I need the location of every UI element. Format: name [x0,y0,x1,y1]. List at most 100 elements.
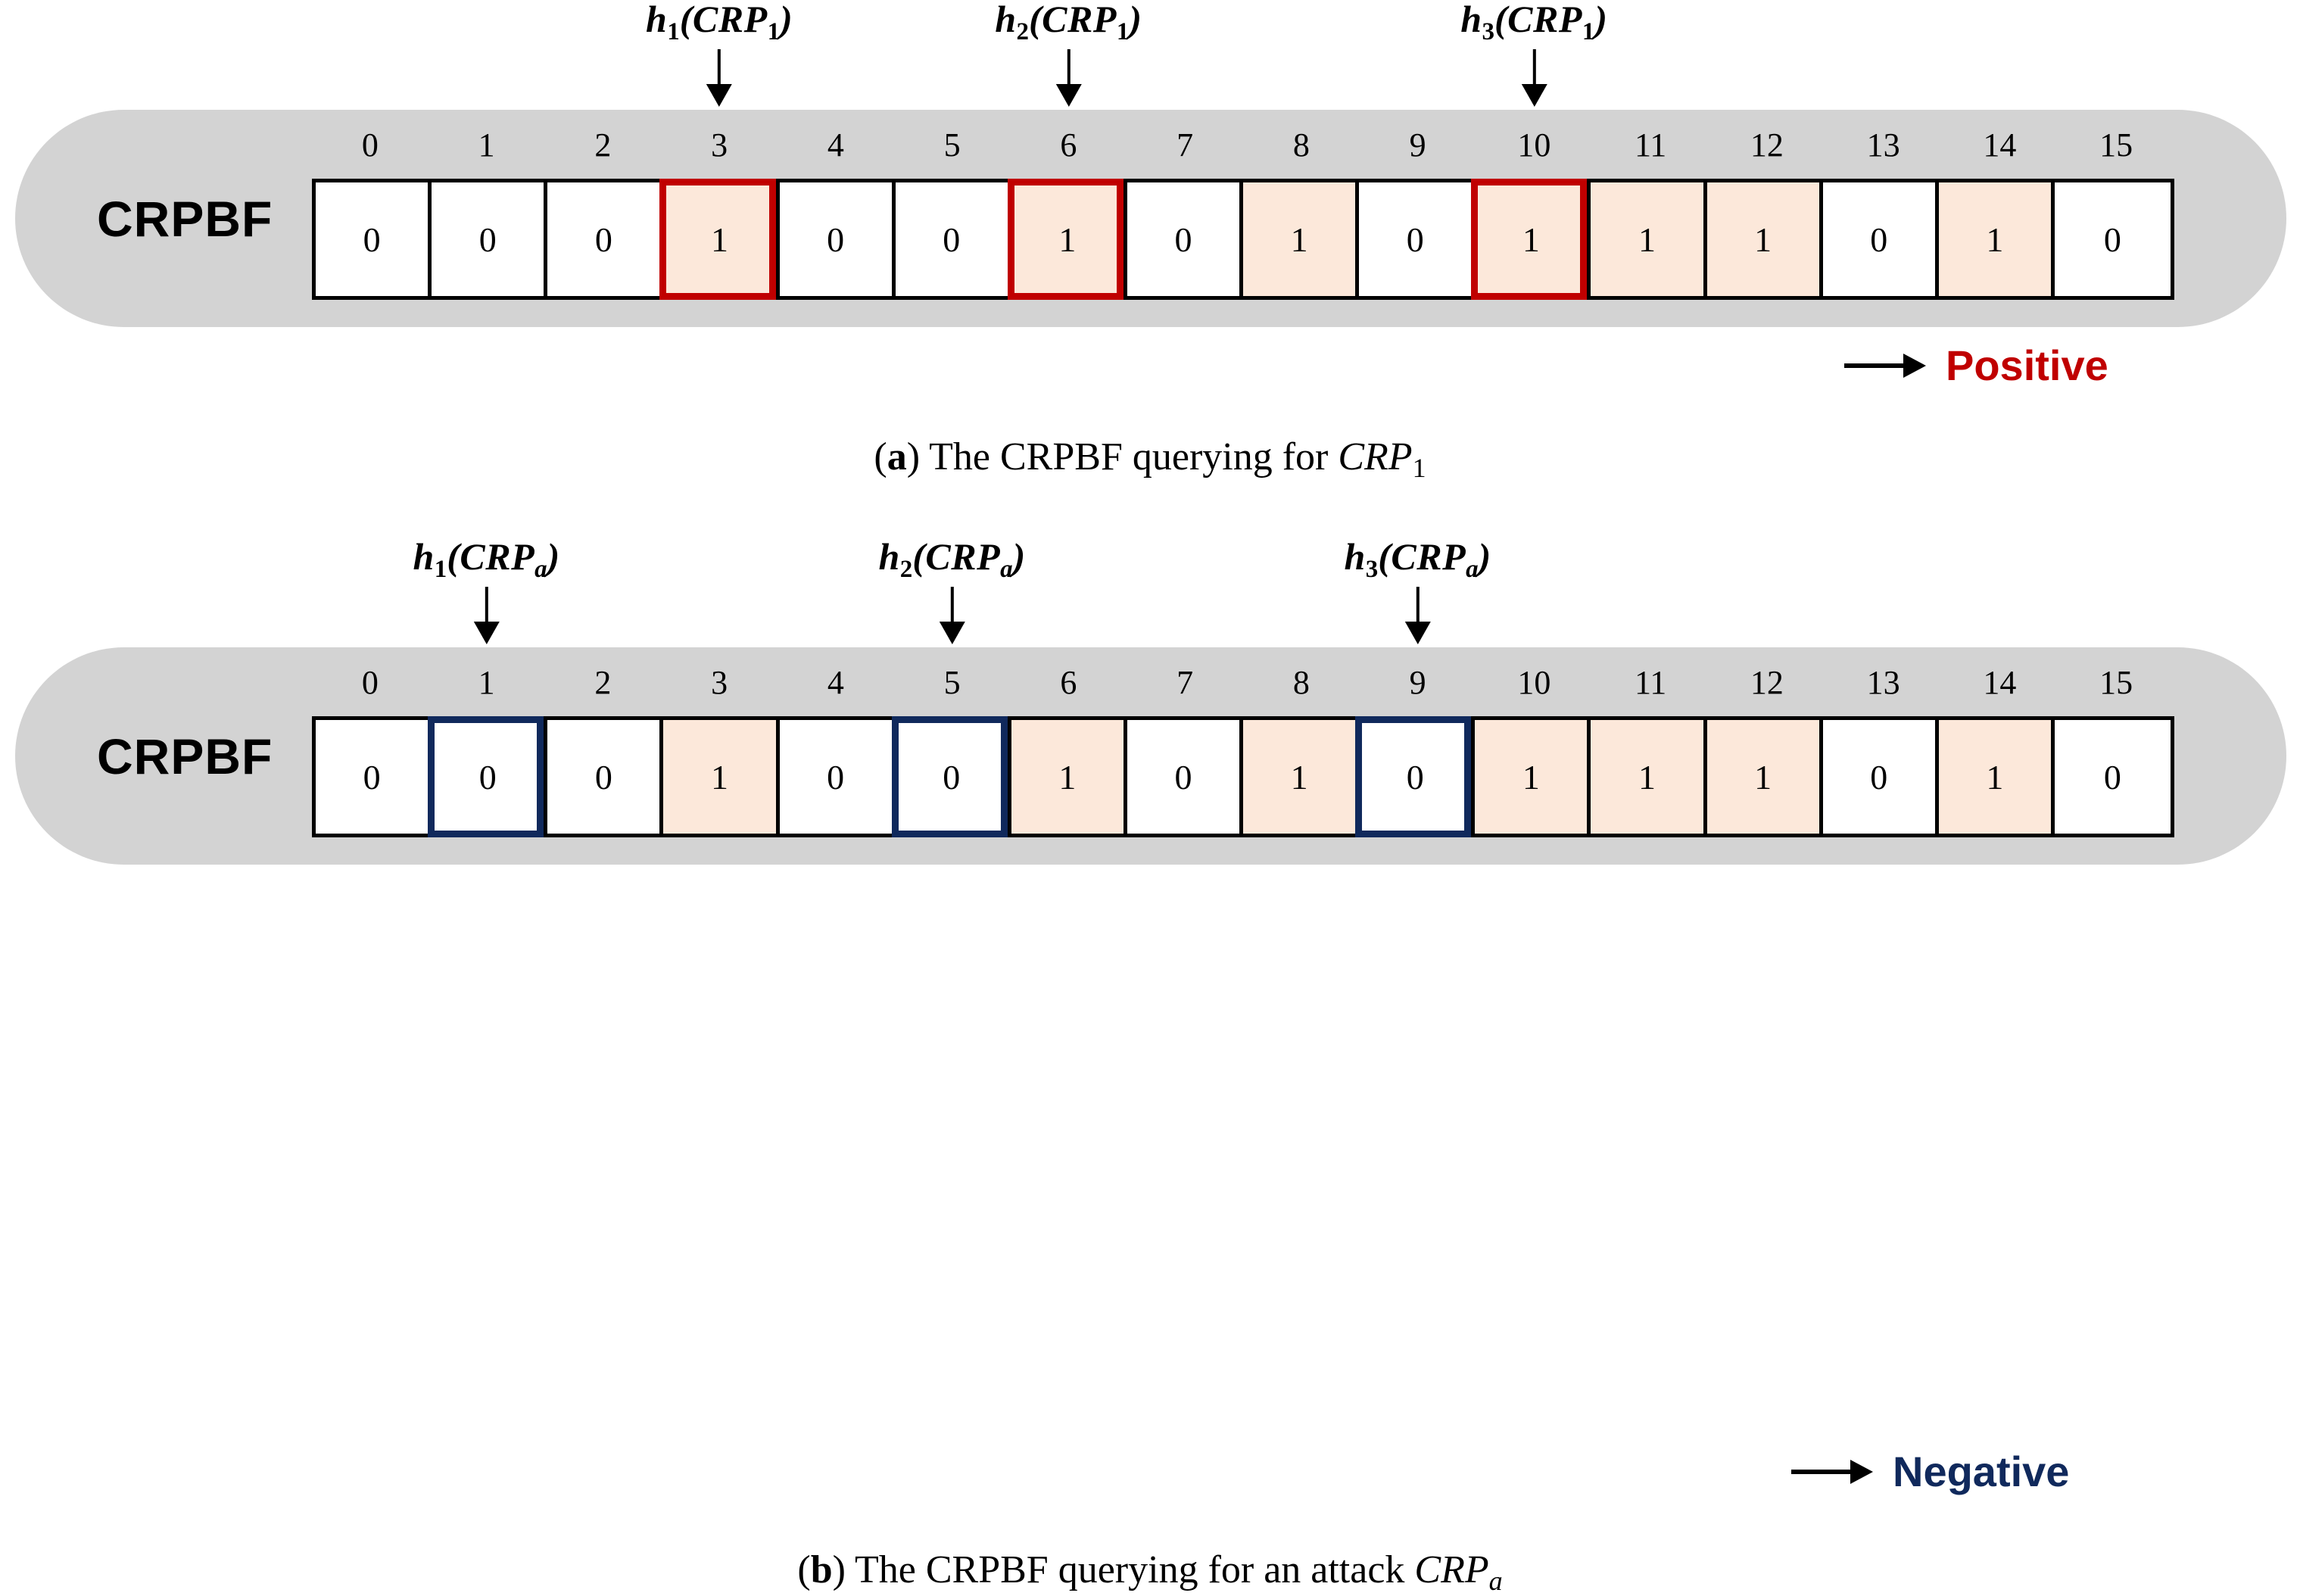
bit-cell-highlighted[interactable]: 0 [1355,716,1476,837]
bit-cell[interactable]: 0 [316,720,432,834]
arrow-shaft [1532,48,1536,89]
bit-value: 0 [943,757,961,796]
arrow-head [1903,354,1926,378]
bit-cell[interactable]: 0 [1127,182,1243,296]
bit-cell[interactable]: 0 [1822,720,1939,834]
hash-function-label: h1(CRPa) [413,535,560,583]
hash-annotation-layer: h1(CRPa) h2(CRPa) h3(CRPa) [0,538,2300,668]
arrow-shaft [485,586,488,626]
hash-annotation-h1: h1(CRPa) [413,535,560,644]
bit-cell[interactable]: 1 [1938,182,2055,296]
bit-cell[interactable]: 0 [316,182,432,296]
index-label: 11 [1634,664,1667,701]
bit-value: 1 [1058,757,1077,796]
bit-value: 0 [478,220,497,259]
down-arrow-icon [646,48,793,107]
bit-value: 1 [1290,757,1308,796]
bit-cell[interactable]: 0 [2054,720,2171,834]
bit-cell[interactable]: 0 [895,182,1011,296]
bit-cell[interactable]: 0 [1822,182,1939,296]
index-label: 4 [827,664,844,701]
bit-cell-highlighted[interactable]: 1 [1471,179,1591,300]
bit-cell[interactable]: 0 [1127,720,1243,834]
bit-value: 0 [1406,220,1424,259]
hash-annotation-h3: h3(CRP1) [1460,0,1608,107]
bit-cell[interactable]: 1 [1475,720,1591,834]
query-verdict: Negative [1791,1451,2069,1493]
hash-function-label: h2(CRPa) [878,535,1026,583]
bit-cell[interactable]: 1 [1938,720,2055,834]
bit-value: 1 [1986,220,2004,259]
index-label: 1 [478,664,495,701]
index-label: 6 [1060,126,1077,164]
bit-value: 1 [710,220,728,259]
hash-annotation-h3: h3(CRPa) [1344,538,1491,644]
bit-value: 0 [827,757,845,796]
bit-value: 1 [1638,757,1656,796]
arrow-head [1404,621,1431,644]
bit-value: 0 [363,220,381,259]
bit-cell[interactable]: 1 [1706,720,1823,834]
arrow-shaft [950,586,954,626]
bit-cell[interactable]: 1 [1243,720,1360,834]
bit-cell[interactable]: 1 [1591,720,1707,834]
bit-value: 1 [1754,220,1772,259]
arrow-head [1055,83,1082,107]
arrow-shaft [718,48,721,89]
figure-caption: (a) The CRPBF querying for CRP1 [874,435,1426,484]
hash-function-label: h1(CRP1) [645,0,793,45]
panel-title: CRPBF [97,190,273,247]
bit-value: 0 [1174,220,1192,259]
index-label: 12 [1750,126,1784,164]
bit-cell[interactable]: 0 [779,182,896,296]
bit-cell[interactable]: 1 [1591,182,1707,296]
bit-cell-highlighted[interactable]: 0 [428,716,548,837]
hash-annotation-h1: h1(CRP1) [645,0,793,107]
bit-value: 0 [1406,757,1424,796]
arrow-shaft [1844,363,1908,368]
hash-annotation-layer: h1(CRP1) h2(CRP1) h3(CRP1) [0,0,2300,130]
bit-cell[interactable]: 1 [663,720,780,834]
index-label: 12 [1750,664,1784,701]
bit-cell[interactable]: 1 [1011,720,1127,834]
index-label: 6 [1060,664,1077,701]
right-arrow-icon [1791,1459,1873,1485]
index-label: 4 [827,126,844,164]
bit-cell[interactable]: 0 [432,182,548,296]
down-arrow-icon [1344,586,1491,644]
index-label: 8 [1292,664,1310,701]
index-label: 15 [2099,664,2133,701]
index-label: 13 [1866,664,1900,701]
index-label: 5 [943,664,961,701]
hash-annotation-h2: h2(CRP1) [995,0,1142,107]
bit-cell-highlighted[interactable]: 1 [659,179,780,300]
bit-cell[interactable]: 1 [1243,182,1360,296]
bit-cell[interactable]: 0 [779,720,896,834]
bit-value: 0 [943,220,961,259]
bit-cell[interactable]: 1 [1706,182,1823,296]
index-label: 15 [2099,126,2133,164]
index-label: 7 [1176,126,1194,164]
bit-cell[interactable]: 0 [547,182,664,296]
bit-value: 0 [1870,220,1888,259]
bit-value: 0 [827,220,845,259]
down-arrow-icon [995,48,1142,107]
query-verdict: Positive [1844,344,2108,387]
bit-value: 0 [594,757,612,796]
bit-cell[interactable]: 0 [2054,182,2171,296]
index-label: 2 [594,664,612,701]
index-label: 14 [1983,126,2017,164]
bit-value: 1 [1058,220,1077,259]
bit-cell[interactable]: 0 [1359,182,1476,296]
hash-function-label: h3(CRP1) [1460,0,1608,45]
bit-cell-highlighted[interactable]: 1 [1007,179,1127,300]
index-label: 8 [1292,126,1310,164]
bit-cell[interactable]: 0 [547,720,664,834]
bit-value: 0 [478,757,497,796]
index-label: 5 [943,126,961,164]
bit-cell-highlighted[interactable]: 0 [891,716,1011,837]
bit-value: 1 [1986,757,2004,796]
index-label: 0 [361,664,379,701]
